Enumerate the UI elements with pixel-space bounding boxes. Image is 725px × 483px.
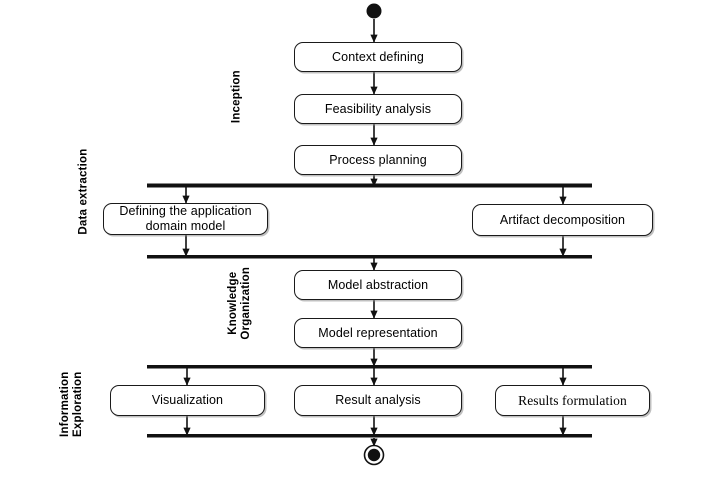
activity-process-planning[interactable]: Process planning	[294, 145, 462, 175]
phase-label-knowledge-organization: Knowledge Organization	[226, 266, 252, 340]
activity-label: Feasibility analysis	[324, 101, 432, 116]
activity-defining-the-application-domain-model[interactable]: Defining the application domain model	[103, 203, 268, 235]
activity-visualization[interactable]: Visualization	[110, 385, 265, 416]
activity-results-formulation[interactable]: Results formulation	[495, 385, 650, 416]
fork-bar-1	[147, 183, 592, 188]
activity-label: Model representation	[318, 325, 438, 340]
activity-result-analysis[interactable]: Result analysis	[294, 385, 462, 416]
activity-model-abstraction[interactable]: Model abstraction	[294, 270, 462, 300]
phase-label-information-exploration: Information Exploration	[58, 371, 84, 437]
phase-label-inception: Inception	[230, 70, 243, 124]
join-bar-1	[147, 255, 592, 259]
activity-label: Defining the application domain model	[119, 204, 252, 233]
initial-node	[366, 3, 382, 19]
activity-label: Process planning	[329, 152, 427, 167]
join-bar-2	[147, 434, 592, 438]
final-node	[363, 444, 385, 466]
activity-feasibility-analysis[interactable]: Feasibility analysis	[294, 94, 462, 124]
activity-label: Model abstraction	[327, 277, 429, 292]
activity-artifact-decomposition[interactable]: Artifact decomposition	[472, 204, 653, 236]
activity-model-representation[interactable]: Model representation	[294, 318, 462, 348]
flow-edges	[182, 19, 567, 447]
activity-context-defining[interactable]: Context defining	[294, 42, 462, 72]
activity-label: Results formulation	[518, 392, 627, 408]
fork-bar-2	[147, 365, 592, 369]
activity-label: Artifact decomposition	[499, 212, 626, 227]
activity-label: Context defining	[332, 49, 424, 64]
activity-label: Result analysis	[335, 393, 421, 408]
activity-label: Visualization	[151, 393, 224, 408]
sync-bars	[147, 183, 592, 438]
phase-label-data-extraction: Data extraction	[77, 148, 90, 235]
